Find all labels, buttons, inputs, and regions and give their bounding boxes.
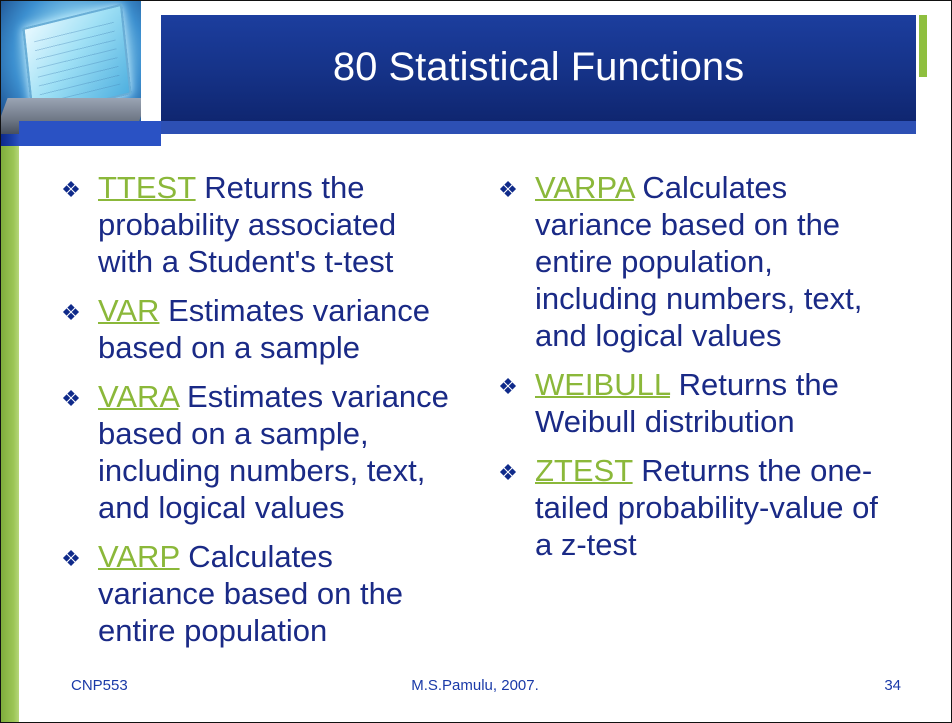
item-desc: Returns the one- <box>641 453 873 488</box>
list-item-weibull: ❖ WEIBULL Returns the Weibull distributi… <box>493 366 893 440</box>
item-desc: Weibull distribution <box>535 404 795 439</box>
function-link-vara[interactable]: VARA <box>98 379 179 414</box>
footer-course: CNP553 <box>71 677 128 694</box>
item-desc: Returns the <box>204 170 365 205</box>
item-desc: variance based on the <box>98 576 404 611</box>
list-item-varpa: ❖ VARPA Calculates variance based on the… <box>493 169 893 354</box>
slide-title: 80 Statistical Functions <box>332 45 745 89</box>
item-desc: with a Student's t-test <box>98 244 394 279</box>
item-desc: tailed probability-value of <box>535 490 878 525</box>
diamond-bullet-icon: ❖ <box>61 546 81 571</box>
item-desc: Calculates <box>188 539 333 574</box>
item-desc: Estimates variance <box>187 379 449 414</box>
item-desc: entire population <box>98 613 328 648</box>
footer-author: M.S.Pamulu, 2007. <box>411 677 539 694</box>
corner-blue-block <box>19 121 161 146</box>
function-link-ztest[interactable]: ZTEST <box>535 453 633 488</box>
title-bar <box>161 15 916 121</box>
diamond-bullet-icon: ❖ <box>498 177 518 202</box>
left-column: ❖ TTEST Returns the probability associat… <box>56 169 476 661</box>
right-column: ❖ VARPA Calculates variance based on the… <box>493 169 893 575</box>
function-link-varp[interactable]: VARP <box>98 539 180 574</box>
diamond-bullet-icon: ❖ <box>61 177 81 202</box>
diamond-bullet-icon: ❖ <box>498 460 518 485</box>
diamond-bullet-icon: ❖ <box>61 300 81 325</box>
title-underline-band <box>161 121 916 134</box>
diamond-bullet-icon: ❖ <box>498 374 518 399</box>
title-accent-bar <box>919 15 927 77</box>
item-desc: including numbers, text, <box>535 281 863 316</box>
footer-page-number: 34 <box>884 677 901 694</box>
item-desc: based on a sample <box>98 330 360 365</box>
item-desc: and logical values <box>535 318 782 353</box>
list-item-vara: ❖ VARA Estimates variance based on a sam… <box>56 378 476 526</box>
function-link-var[interactable]: VAR <box>98 293 160 328</box>
list-item-var: ❖ VAR Estimates variance based on a samp… <box>56 292 476 366</box>
item-desc: Calculates <box>642 170 788 205</box>
function-link-ttest[interactable]: TTEST <box>98 170 196 205</box>
item-desc: entire population, <box>535 244 773 279</box>
left-accent-strip <box>1 146 19 722</box>
function-link-weibull[interactable]: WEIBULL <box>535 367 670 402</box>
item-desc: a z-test <box>535 527 637 562</box>
item-desc: Returns the <box>678 367 839 402</box>
list-item-varp: ❖ VARP Calculates variance based on the … <box>56 538 476 649</box>
item-desc: probability associated <box>98 207 397 242</box>
item-desc: Estimates variance <box>168 293 430 328</box>
list-item-ttest: ❖ TTEST Returns the probability associat… <box>56 169 476 280</box>
list-item-ztest: ❖ ZTEST Returns the one- tailed probabil… <box>493 452 893 563</box>
item-desc: based on a sample, <box>98 416 369 451</box>
title-top-spacer <box>141 1 951 15</box>
diamond-bullet-icon: ❖ <box>61 386 81 411</box>
item-desc: including numbers, text, <box>98 453 426 488</box>
item-desc: and logical values <box>98 490 345 525</box>
item-desc: variance based on the <box>535 207 841 242</box>
computer-screen-image <box>1 1 141 134</box>
function-link-varpa[interactable]: VARPA <box>535 170 634 205</box>
